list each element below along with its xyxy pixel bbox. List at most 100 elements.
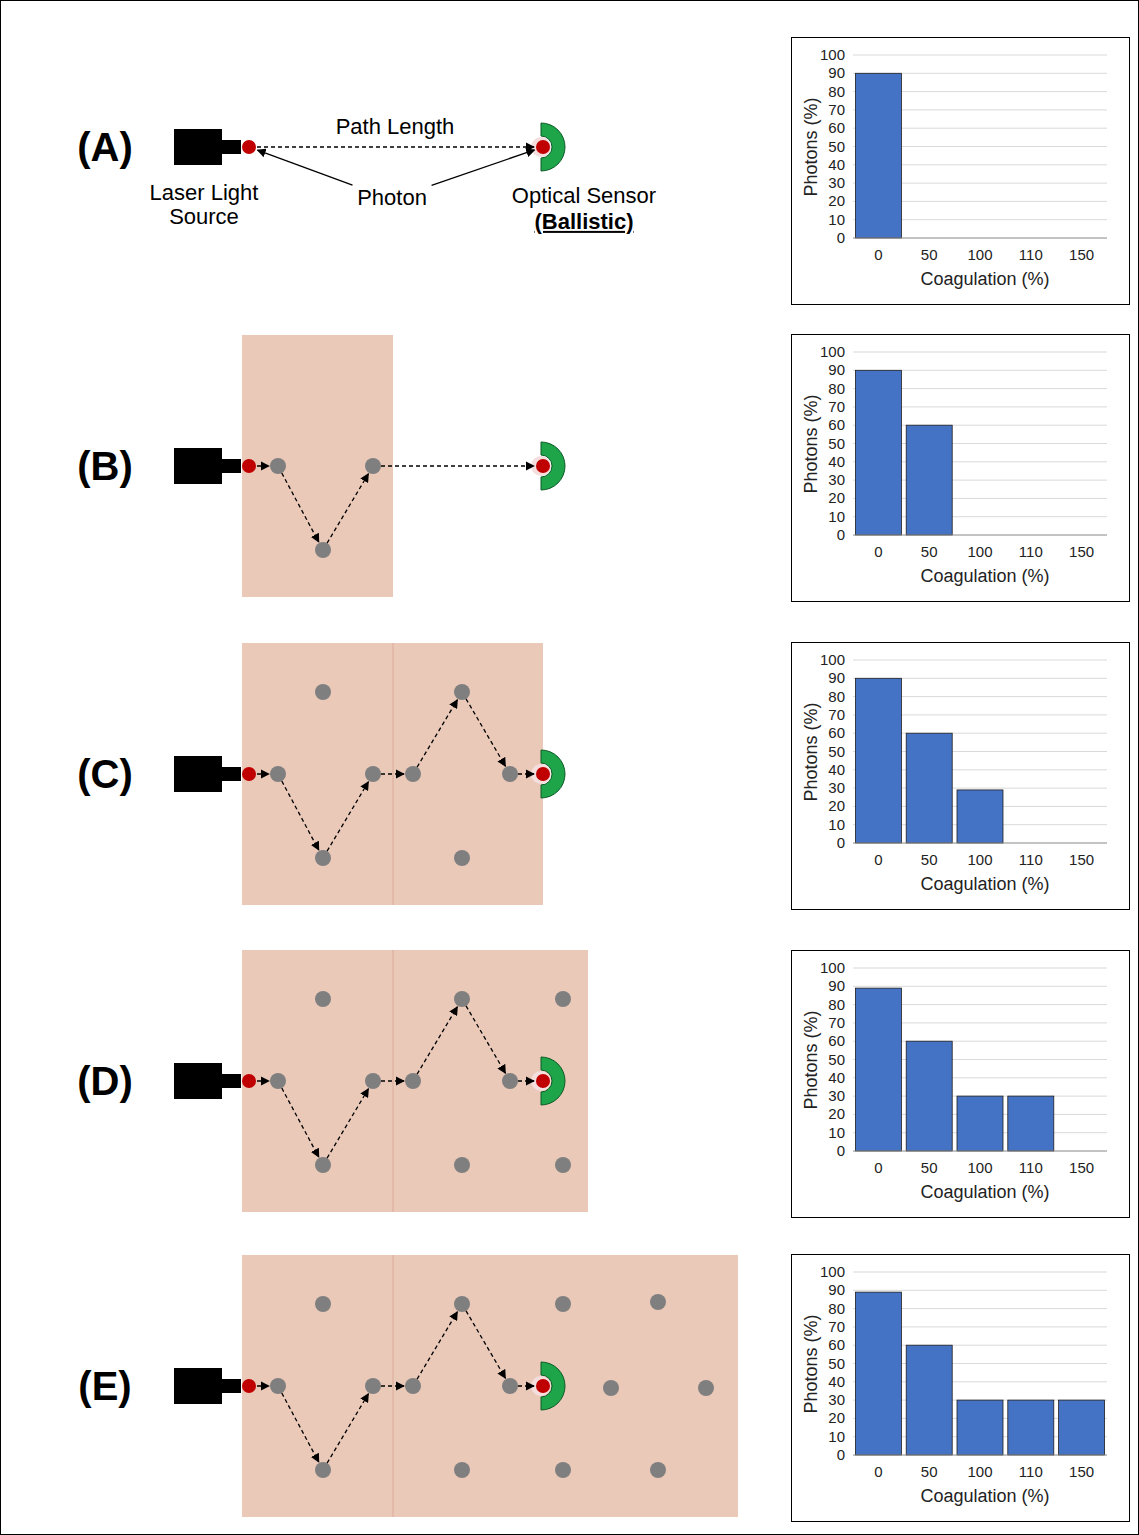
- photon-path: [466, 699, 505, 766]
- y-tick-label: 50: [828, 435, 845, 452]
- photon-path: [417, 1007, 457, 1074]
- scatter-particle: [365, 1073, 381, 1089]
- chart-panel: [792, 1255, 1130, 1522]
- y-tick-label: 10: [828, 816, 845, 833]
- panel-letter: (C): [77, 752, 133, 796]
- gridline: [853, 55, 1107, 56]
- tissue-divider: [393, 643, 394, 905]
- row-illustration: [174, 950, 588, 1212]
- y-tick-label: 20: [828, 1410, 845, 1427]
- y-axis-title: Photons (%): [802, 1314, 822, 1413]
- y-tick-label: 80: [828, 996, 845, 1013]
- photon: [536, 1074, 550, 1088]
- scatter-particle: [315, 1462, 331, 1478]
- scatter-particle: [502, 1073, 518, 1089]
- photon-path: [381, 773, 404, 774]
- x-tick-label: 50: [921, 247, 938, 264]
- photon-path: [381, 1080, 404, 1081]
- y-tick-label: 70: [828, 1015, 845, 1032]
- y-tick-label: 70: [828, 399, 845, 416]
- gridline: [853, 660, 1107, 661]
- scatter-particle: [315, 684, 331, 700]
- leader-line: [432, 150, 535, 185]
- y-tick-label: 60: [828, 1033, 845, 1050]
- laser-body: [174, 129, 222, 165]
- bar-chart: [792, 38, 1130, 305]
- photon-path: [518, 1080, 534, 1081]
- photon-path: [327, 474, 368, 543]
- y-tick-label: 0: [837, 527, 845, 544]
- bar-chart: [792, 951, 1130, 1218]
- photon-path: [327, 782, 368, 851]
- laser-nozzle: [221, 767, 241, 781]
- y-tick-label: 50: [828, 1355, 845, 1372]
- bar-chart: [792, 335, 1130, 602]
- bar: [1059, 1400, 1105, 1455]
- scatter-particle: [555, 1462, 571, 1478]
- y-tick-label: 60: [828, 725, 845, 742]
- y-tick-label: 60: [828, 120, 845, 137]
- y-tick-label: 0: [837, 1143, 845, 1160]
- photon: [536, 140, 550, 154]
- y-tick-label: 30: [828, 1088, 845, 1105]
- gridline: [853, 352, 1107, 353]
- y-axis-title: Photons (%): [802, 97, 822, 196]
- y-tick-label: 60: [828, 417, 845, 434]
- scatter-particle: [315, 1296, 331, 1312]
- scatter-particle: [454, 1462, 470, 1478]
- scatter-particle: [650, 1462, 666, 1478]
- tissue-divider: [393, 1255, 394, 1517]
- photon-path: [466, 1006, 505, 1073]
- x-tick-label: 100: [967, 247, 992, 264]
- gridline: [853, 1272, 1107, 1273]
- y-tick-label: 40: [828, 454, 845, 471]
- chart-panel: [792, 951, 1130, 1218]
- x-tick-label: 150: [1069, 1464, 1094, 1481]
- leader-line: [257, 150, 352, 185]
- y-tick-label: 30: [828, 472, 845, 489]
- y-tick-label: 100: [820, 960, 845, 977]
- panel-letter: (A): [77, 125, 133, 169]
- photon: [536, 767, 550, 781]
- y-tick-label: 90: [828, 65, 845, 82]
- y-tick-label: 80: [828, 1300, 845, 1317]
- laser-body: [174, 1368, 222, 1404]
- photon: [242, 1379, 256, 1393]
- y-tick-label: 70: [828, 707, 845, 724]
- scatter-particle: [405, 1378, 421, 1394]
- x-axis-title: Coagulation (%): [920, 1183, 1049, 1203]
- photon-path: [381, 465, 534, 466]
- bar-chart: [792, 643, 1130, 910]
- y-tick-label: 40: [828, 1070, 845, 1087]
- y-tick-label: 100: [820, 1264, 845, 1281]
- gridline: [853, 968, 1107, 969]
- scatter-particle: [270, 766, 286, 782]
- x-tick-label: 0: [874, 1464, 882, 1481]
- y-tick-label: 80: [828, 380, 845, 397]
- x-tick-label: 0: [874, 1160, 882, 1177]
- scatter-particle: [270, 458, 286, 474]
- photon: [536, 1379, 550, 1393]
- x-tick-label: 50: [921, 544, 938, 561]
- y-tick-label: 0: [837, 1447, 845, 1464]
- photon: [242, 1074, 256, 1088]
- x-tick-label: 0: [874, 852, 882, 869]
- y-tick-label: 20: [828, 193, 845, 210]
- x-tick-label: 110: [1019, 1464, 1043, 1481]
- x-tick-label: 50: [921, 1464, 938, 1481]
- scatter-particle: [365, 766, 381, 782]
- x-tick-label: 110: [1019, 544, 1043, 561]
- y-tick-label: 100: [820, 47, 845, 64]
- bar: [957, 1400, 1003, 1455]
- x-axis-title: Coagulation (%): [920, 1487, 1049, 1507]
- x-tick-label: 0: [874, 247, 882, 264]
- bar: [855, 678, 901, 843]
- scatter-particle: [603, 1380, 619, 1396]
- y-tick-label: 90: [828, 978, 845, 995]
- x-axis: [853, 1151, 1107, 1152]
- bar: [855, 73, 901, 238]
- y-tick-label: 70: [828, 102, 845, 119]
- bar: [957, 1096, 1003, 1151]
